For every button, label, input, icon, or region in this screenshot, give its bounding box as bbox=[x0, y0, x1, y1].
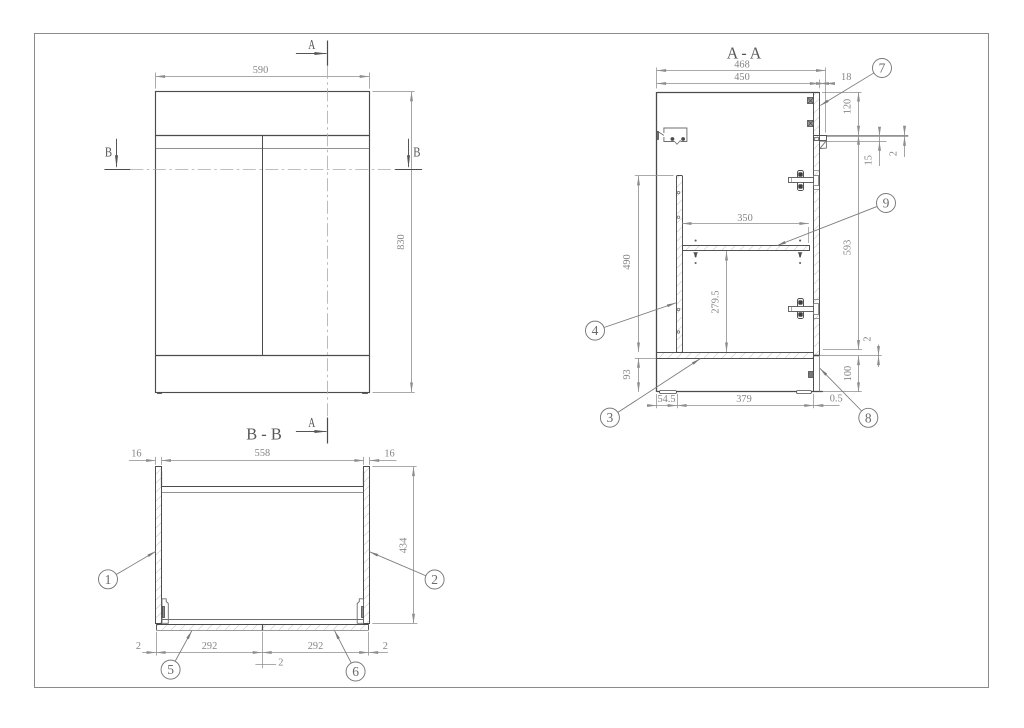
svg-text:B: B bbox=[105, 144, 112, 159]
svg-text:6: 6 bbox=[352, 664, 359, 679]
svg-text:593: 593 bbox=[842, 240, 853, 255]
svg-text:15: 15 bbox=[863, 155, 874, 165]
svg-text:A: A bbox=[308, 37, 315, 52]
svg-text:100: 100 bbox=[843, 366, 854, 381]
svg-text:A: A bbox=[308, 415, 315, 430]
svg-text:434: 434 bbox=[398, 538, 409, 553]
svg-text:9: 9 bbox=[883, 196, 890, 211]
svg-text:2: 2 bbox=[862, 336, 873, 341]
svg-text:A - A: A - A bbox=[727, 44, 762, 63]
svg-text:B - B: B - B bbox=[246, 424, 282, 443]
svg-text:292: 292 bbox=[308, 641, 323, 652]
svg-text:5: 5 bbox=[167, 662, 174, 677]
svg-text:558: 558 bbox=[255, 448, 270, 459]
svg-text:8: 8 bbox=[865, 410, 872, 425]
svg-text:590: 590 bbox=[253, 65, 268, 76]
svg-text:2: 2 bbox=[889, 151, 900, 156]
svg-text:2: 2 bbox=[278, 658, 283, 669]
svg-text:4: 4 bbox=[592, 323, 599, 338]
svg-text:2: 2 bbox=[431, 572, 438, 587]
svg-text:379: 379 bbox=[736, 394, 751, 405]
svg-text:54.5: 54.5 bbox=[657, 394, 675, 405]
svg-text:16: 16 bbox=[384, 449, 394, 460]
svg-text:0.5: 0.5 bbox=[830, 394, 843, 405]
svg-text:279.5: 279.5 bbox=[710, 290, 721, 313]
svg-text:93: 93 bbox=[622, 369, 633, 379]
svg-text:120: 120 bbox=[843, 99, 854, 114]
svg-text:490: 490 bbox=[622, 254, 633, 269]
svg-text:7: 7 bbox=[879, 61, 886, 76]
svg-text:830: 830 bbox=[396, 234, 407, 249]
svg-text:18: 18 bbox=[841, 72, 851, 83]
svg-text:2: 2 bbox=[383, 641, 388, 652]
svg-text:16: 16 bbox=[131, 449, 141, 460]
svg-text:1: 1 bbox=[105, 572, 112, 587]
svg-text:292: 292 bbox=[202, 641, 217, 652]
svg-text:3: 3 bbox=[607, 410, 614, 425]
svg-text:2: 2 bbox=[136, 641, 141, 652]
svg-text:468: 468 bbox=[734, 60, 749, 71]
svg-text:450: 450 bbox=[734, 72, 749, 83]
svg-text:350: 350 bbox=[737, 213, 752, 224]
svg-text:B: B bbox=[413, 144, 420, 159]
